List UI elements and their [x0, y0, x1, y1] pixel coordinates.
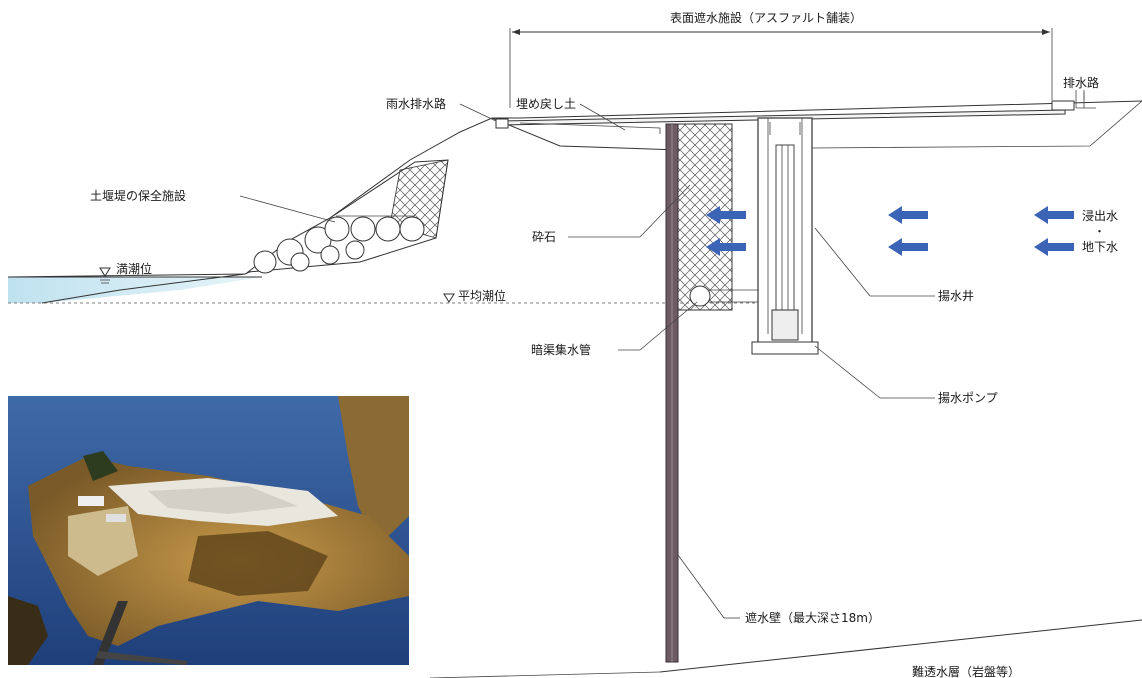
- drain-right-label: 排水路: [1063, 75, 1099, 90]
- seepage-separator: ・: [1094, 225, 1105, 238]
- embankment-structure: [246, 159, 449, 274]
- cutoff-wall: [665, 123, 679, 663]
- rain-drain-box: [495, 118, 509, 129]
- bedrock-layer: [429, 619, 1142, 678]
- sea: [8, 276, 262, 303]
- seepage-label: 浸出水: [1082, 209, 1118, 223]
- aerial-photo: [8, 396, 409, 665]
- pump-well: [751, 117, 819, 355]
- rain-drain-label: 雨水排水路: [386, 96, 446, 111]
- crushed-stone-label: 砕石: [532, 229, 556, 244]
- backfill-label: 埋め戻し土: [516, 97, 576, 111]
- surface-barrier-label: 表面遮水施設（アスファルト舗装）: [670, 10, 862, 25]
- arrow-left-icon: [1034, 238, 1074, 256]
- drain-right-box: [1051, 90, 1096, 111]
- culvert-pipe: [689, 285, 765, 307]
- pump-well-label: 揚水井: [938, 289, 974, 303]
- groundwater-label: 地下水: [1082, 240, 1118, 254]
- high-tide-marker: 満潮位: [99, 261, 152, 284]
- flow-arrows: [706, 206, 1074, 256]
- embankment-label: 土堰堤の保全施設: [90, 188, 186, 203]
- cutoff-wall-label: 遮水壁（最大深さ18m）: [745, 610, 880, 625]
- surface-barrier-dimension: 表面遮水施設（アスファルト舗装）: [509, 10, 1053, 108]
- pump-label: 揚水ポンプ: [938, 391, 998, 405]
- arrow-left-icon: [888, 206, 928, 224]
- bedrock-label: 難透水層（岩盤等）: [912, 664, 1020, 678]
- mean-tide-marker: 平均潮位: [8, 288, 760, 304]
- arrow-left-icon: [888, 238, 928, 256]
- high-tide-label: 満潮位: [116, 261, 152, 276]
- culvert-pipe-label: 暗渠集水管: [531, 342, 591, 357]
- arrow-left-icon: [706, 206, 746, 224]
- mean-tide-label: 平均潮位: [458, 288, 506, 303]
- leader-lines: [239, 92, 1085, 619]
- arrow-left-icon: [706, 238, 746, 256]
- aerial-photo-image: [8, 396, 409, 665]
- arrow-left-icon: [1034, 206, 1074, 224]
